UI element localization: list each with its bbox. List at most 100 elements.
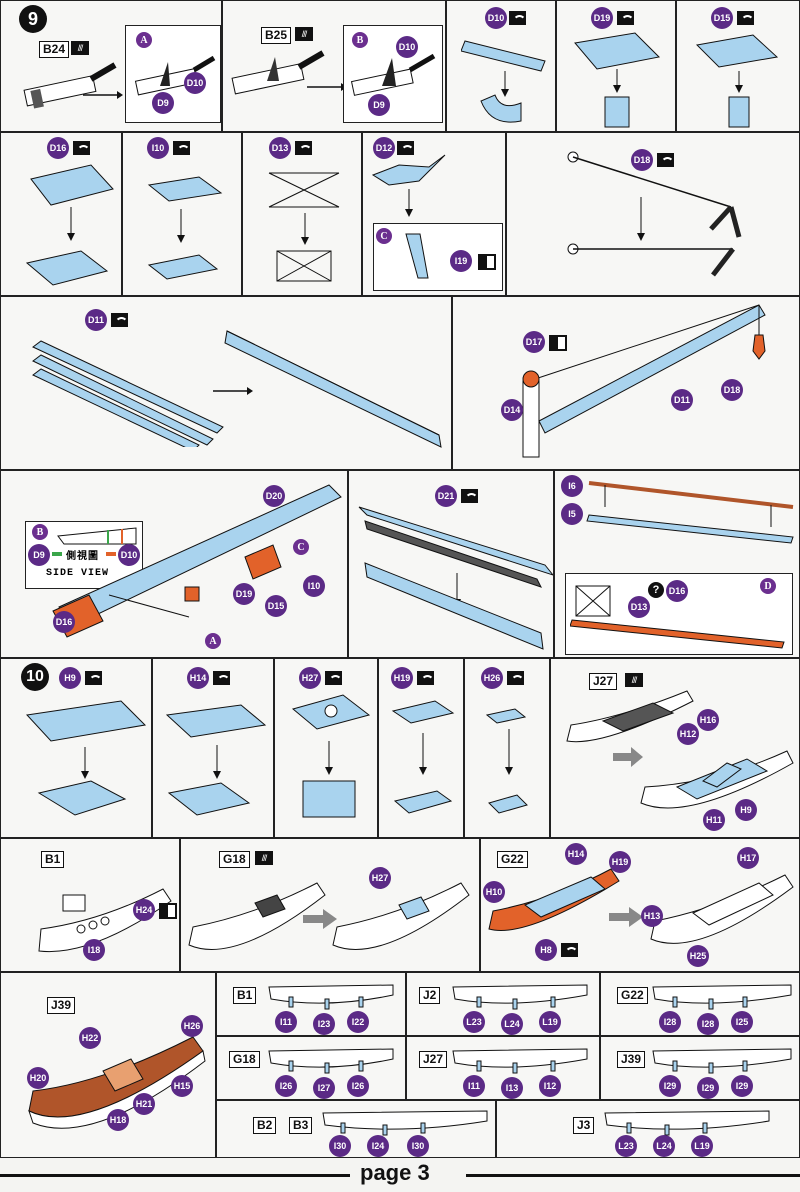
crew-panel-j27: J27 I11 I13 I12 — [406, 1036, 600, 1100]
crew-badge: I25 — [731, 1011, 753, 1033]
arrow-icon — [609, 907, 643, 927]
bend-icon — [657, 153, 674, 167]
panel-g22-boat: G22 H14 H19 H10 H8 H17 H13 H25 — [480, 838, 800, 972]
panel-h26: H26 — [464, 658, 550, 838]
panel-d19: D19 — [556, 0, 676, 132]
part-badge-d11: D11 — [671, 389, 693, 411]
part-label-j39: J39 — [47, 997, 76, 1014]
side-view-shape — [57, 527, 137, 545]
panel-d15: D15 — [676, 0, 800, 132]
part-badge-d12: D12 — [373, 137, 395, 159]
part-badge-d13: D13 — [269, 137, 291, 159]
part-h14-drawing — [165, 704, 267, 816]
crew-badge: I29 — [697, 1077, 719, 1099]
part-badge-d21: D21 — [435, 485, 457, 507]
panel-d11-boom: D11 — [0, 296, 452, 470]
crew-panel-b2-b3: B2 B3 I30 I24 I30 — [216, 1100, 496, 1158]
tower-on-rail-drawing — [570, 585, 785, 649]
part-label-b24: B24 — [39, 41, 70, 58]
bend-icon — [617, 11, 634, 25]
bend-icon — [509, 11, 526, 25]
part-label-g22: G22 — [617, 987, 648, 1004]
part-d15-drawing — [695, 34, 779, 128]
panel-d16: D16 — [0, 132, 122, 296]
part-badge-h19: H19 — [391, 667, 413, 689]
part-badge-h16: H16 — [697, 709, 719, 731]
crew-badge: I26 — [275, 1075, 297, 1097]
step-number-9: 9 — [19, 5, 47, 33]
crew-badge: I23 — [313, 1013, 335, 1035]
part-badge-i18: I18 — [83, 939, 105, 961]
part-i10-drawing — [147, 176, 223, 280]
panel-h14: H14 — [152, 658, 274, 838]
panel-h27: H27 — [274, 658, 378, 838]
panel-i10: I10 — [122, 132, 242, 296]
deck-outline — [652, 984, 792, 1010]
panel-j39-boat: J39 H22 H26 H20 H15 H21 H18 — [0, 972, 216, 1158]
detail-box-d: D ? D16 D13 — [565, 573, 793, 655]
part-badge-h26: H26 — [481, 667, 503, 689]
panel-d10: D10 — [446, 0, 556, 132]
part-badge-h17: H17 — [737, 847, 759, 869]
part-badge-d15: D15 — [265, 595, 287, 617]
part-badge-d16: D16 — [666, 580, 688, 602]
paint-icon: /// — [625, 673, 643, 687]
crew-badge: I28 — [697, 1013, 719, 1035]
arrow-icon — [613, 747, 643, 767]
crew-badge: L23 — [615, 1135, 637, 1157]
paint-icon: /// — [295, 27, 313, 41]
part-label-b1: B1 — [233, 987, 257, 1004]
panel-boom-complete: B D9 側視圖 D10 SIDE VIEW D20 C I10 D19 D15… — [0, 470, 348, 658]
glue-icon — [159, 903, 177, 919]
paint-icon: /// — [255, 851, 273, 865]
glue-icon — [478, 254, 496, 270]
part-badge-i10: I10 — [147, 137, 169, 159]
panel-g18-boat: G18 /// H27 — [180, 838, 480, 972]
part-badge-h19: H19 — [609, 851, 631, 873]
boom-folded-drawing — [224, 330, 442, 448]
bend-icon — [397, 141, 414, 155]
part-badge-d16: D16 — [47, 137, 69, 159]
part-badge-h13: H13 — [641, 905, 663, 927]
bend-icon — [173, 141, 190, 155]
boat-j27-bare — [566, 690, 694, 743]
crew-badge: I11 — [275, 1011, 297, 1033]
part-label-j27: J27 — [419, 1051, 448, 1068]
deck-outline — [322, 1110, 488, 1136]
pipe-with-brace — [134, 55, 216, 96]
crew-badge: I22 — [347, 1011, 369, 1033]
part-badge-d16: D16 — [53, 611, 75, 633]
part-badge-d14: D14 — [501, 399, 523, 421]
boom-flat-drawing — [32, 340, 224, 447]
step-number-10: 10 — [21, 663, 49, 691]
part-badge-h18: H18 — [107, 1109, 129, 1131]
detail-letter-b: B — [352, 32, 368, 48]
question-icon: ? — [648, 582, 664, 598]
bend-icon — [325, 671, 342, 685]
crew-panel-j39: J39 I29 I29 I29 — [600, 1036, 800, 1100]
panel-h19: H19 — [378, 658, 464, 838]
pipe-drawing — [231, 50, 325, 95]
bend-icon — [417, 671, 434, 685]
part-badge-i10: I10 — [303, 575, 325, 597]
crew-badge: I24 — [367, 1135, 389, 1157]
deck-outline — [452, 984, 588, 1010]
orange-marker — [106, 552, 116, 556]
arrow-icon — [303, 909, 337, 929]
crew-badge: I29 — [731, 1075, 753, 1097]
panel-b1-boat: B1 H24 I18 — [0, 838, 180, 972]
part-d13-drawing — [268, 172, 340, 282]
bend-icon — [73, 141, 90, 155]
boat-g18-assembled — [332, 882, 470, 950]
crew-badge: L24 — [653, 1135, 675, 1157]
detail-letter-d: D — [760, 578, 776, 594]
part-badge-d20: D20 — [263, 485, 285, 507]
rails-drawing — [586, 481, 794, 544]
detail-letter-a: A — [136, 32, 152, 48]
panel-j27-boat: J27 /// H16 H12 H9 H11 — [550, 658, 800, 838]
panel-crane-assembly: D17 D14 D11 D18 — [452, 296, 800, 470]
paint-icon: /// — [71, 41, 89, 55]
part-badge-d13: D13 — [628, 596, 650, 618]
bend-icon — [737, 11, 754, 25]
